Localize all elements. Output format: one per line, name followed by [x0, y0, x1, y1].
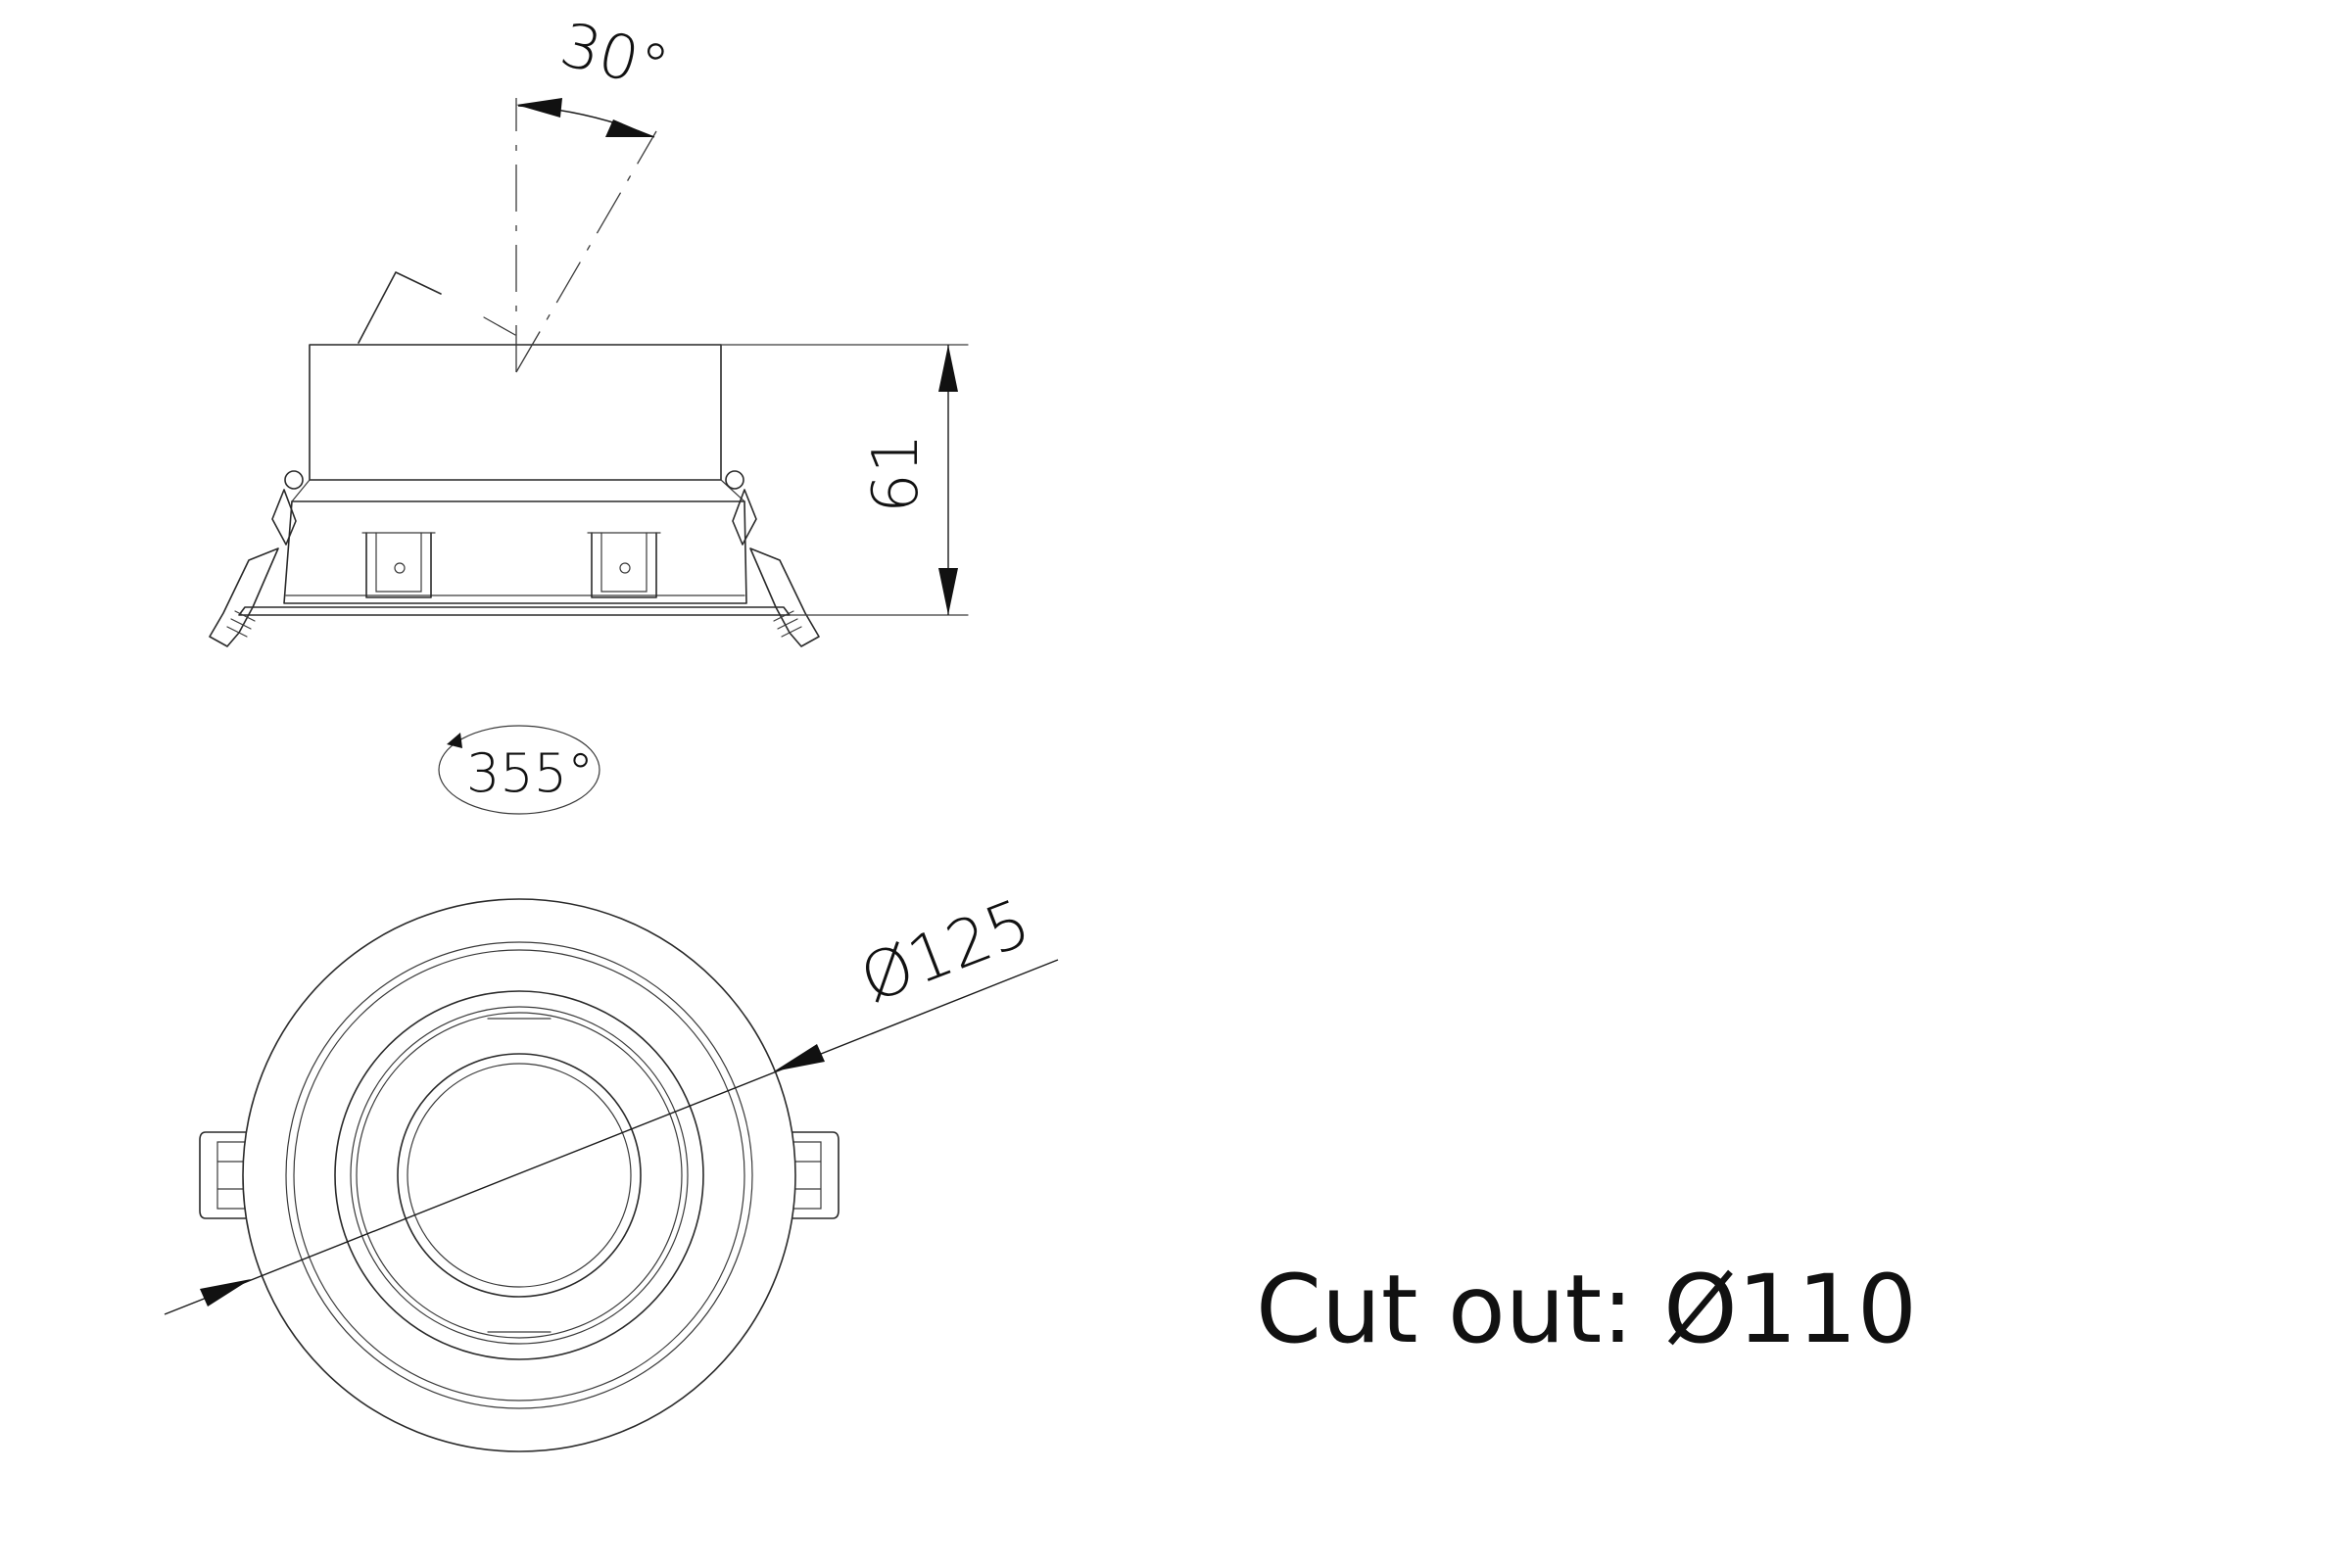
top-view: [199, 898, 840, 1452]
cutout-label: Cut out: Ø110: [1256, 1255, 1917, 1364]
diameter-label: Ø125: [850, 884, 1040, 1018]
spring-clip-left: [209, 470, 304, 647]
side-tab-right: [789, 1131, 840, 1219]
tilt-angle-label: 30°: [553, 8, 675, 103]
terminal-block-left: [361, 532, 436, 598]
terminal-block-right: [587, 532, 661, 598]
height-dimension: [720, 344, 969, 616]
height-label: 61: [860, 434, 933, 513]
rotation-label: 355°: [466, 742, 594, 804]
spring-clip-right: [725, 470, 820, 647]
diameter-dimension: [164, 959, 1059, 1315]
side-tab-left: [199, 1131, 250, 1219]
side-view: [209, 98, 820, 647]
rotation-indicator: [438, 725, 600, 815]
